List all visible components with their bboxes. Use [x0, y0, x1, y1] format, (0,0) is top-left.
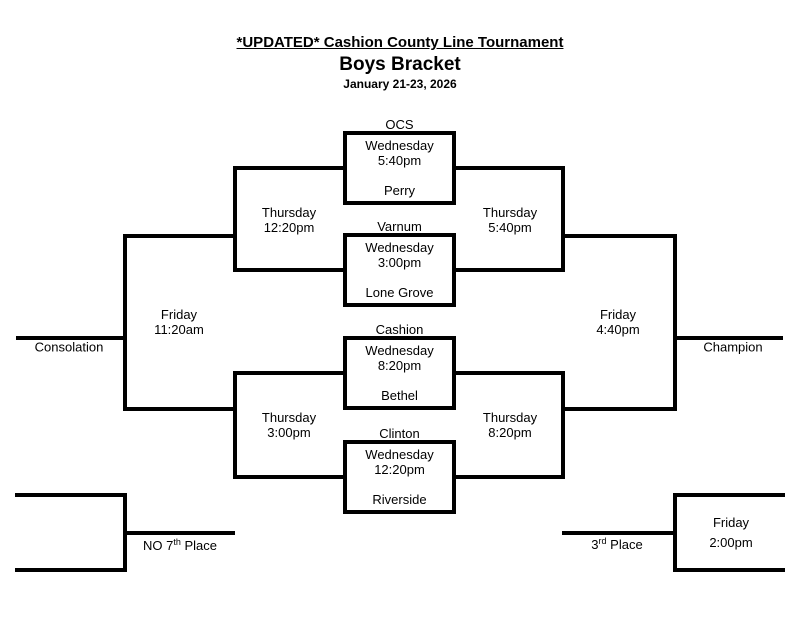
third-place-prefix: 3 — [591, 537, 599, 553]
third-place-sup: rd — [598, 535, 607, 546]
bracket-line-champion-out — [673, 336, 783, 340]
game3-team-bottom: Bethel — [381, 388, 418, 403]
round-label-consolation-semi-bottom: Thursday 3:00pm — [262, 410, 316, 440]
round-day: Friday — [160, 307, 198, 322]
bracket-line-consolation-semi-top-vertical — [233, 166, 237, 272]
game1-team-bottom: Perry — [383, 183, 416, 198]
bracket-line-no7-top — [15, 493, 127, 497]
game-box-3: Cashion Wednesday 8:20pm Bethel — [343, 322, 456, 410]
bracket-line-winners-semi-bottom-out — [561, 407, 677, 411]
bracket-line-third-place-bottom — [673, 568, 785, 572]
bracket-line-consolation-out — [16, 336, 127, 340]
game3-time: 8:20pm — [377, 358, 422, 373]
bracket-line-no7-out — [123, 531, 235, 535]
champion-label: Champion — [703, 339, 763, 355]
game4-time: 12:20pm — [374, 462, 425, 477]
round-label-consolation-semi-top: Thursday 12:20pm — [262, 205, 316, 235]
bracket-line-consolation-semi-bottom-vertical — [233, 371, 237, 479]
bracket-line-game2-left — [233, 268, 345, 272]
game3-day: Wednesday — [365, 343, 434, 358]
round-label-championship-final: Friday 4:40pm — [596, 307, 639, 337]
bracket-line-consolation-semi-bottom-out — [123, 407, 237, 411]
bracket-line-third-place-vertical — [673, 493, 677, 572]
no-seventh-prefix: NO 7 — [143, 538, 174, 554]
game1-team-top: OCS — [385, 117, 414, 132]
round-label-winners-semi-bottom: Thursday 8:20pm — [483, 410, 537, 440]
round-day: Thursday — [261, 410, 317, 425]
bracket-line-game4-right — [454, 475, 565, 479]
consolation-label: Consolation — [34, 339, 104, 355]
round-day: Friday — [599, 307, 637, 322]
third-place-label: 3rd Place — [591, 536, 642, 552]
third-place-suffix: Place — [606, 537, 643, 553]
bracket-line-game4-left — [233, 475, 345, 479]
round-label-consolation-final: Friday 11:20am — [154, 307, 204, 337]
bracket-line-winners-semi-top-vertical — [561, 166, 565, 272]
round-time: 3:00pm — [267, 425, 311, 440]
game1-day: Wednesday — [365, 138, 434, 153]
bracket-line-championship-final-vertical — [673, 234, 677, 411]
round-time: 2:00pm — [709, 535, 753, 550]
round-day: Friday — [712, 515, 750, 530]
no-seventh-place-label: NO 7th Place — [143, 537, 217, 553]
page-title: *UPDATED* Cashion County Line Tournament — [236, 34, 564, 51]
game2-team-bottom: Lone Grove — [365, 285, 434, 300]
round-time: 11:20am — [154, 322, 204, 337]
game4-team-bottom: Riverside — [372, 492, 427, 507]
bracket-header: *UPDATED* Cashion County Line Tournament… — [0, 34, 800, 91]
game2-team-top: Varnum — [377, 219, 422, 234]
bracket-line-winners-semi-top-out — [561, 234, 677, 238]
game2-time: 3:00pm — [377, 255, 422, 270]
bracket-line-consolation-semi-top-out — [123, 234, 237, 238]
round-time: 4:40pm — [596, 322, 640, 337]
bracket-line-game1-right — [454, 166, 565, 170]
round-day: Thursday — [482, 410, 538, 425]
round-day: Thursday — [482, 205, 538, 220]
bracket-line-game3-left — [233, 371, 345, 375]
bracket-subtitle: Boys Bracket — [339, 54, 461, 75]
bracket-dates: January 21-23, 2026 — [343, 77, 457, 91]
game-box-2: Varnum Wednesday 3:00pm Lone Grove — [343, 219, 456, 307]
bracket-line-third-place-top — [673, 493, 785, 497]
bracket-line-no7-bottom — [15, 568, 127, 572]
bracket-line-consolation-final-vertical — [123, 234, 127, 411]
bracket-line-game2-right — [454, 268, 565, 272]
round-day: Thursday — [261, 205, 317, 220]
game4-team-top: Clinton — [379, 426, 420, 441]
round-label-third-place-game: Friday 2:00pm — [709, 513, 752, 553]
no-seventh-suffix: Place — [180, 538, 217, 554]
bracket-line-game1-left — [233, 166, 345, 170]
game2-day: Wednesday — [365, 240, 434, 255]
bracket-line-game3-right — [454, 371, 565, 375]
game1-time: 5:40pm — [377, 153, 422, 168]
round-time: 12:20pm — [263, 220, 315, 235]
bracket-line-winners-semi-bottom-vertical — [561, 371, 565, 479]
game3-team-top: Cashion — [375, 322, 424, 337]
game4-day: Wednesday — [365, 447, 434, 462]
round-time: 8:20pm — [488, 425, 532, 440]
round-label-winners-semi-top: Thursday 5:40pm — [483, 205, 537, 235]
no-seventh-sup: th — [173, 536, 181, 547]
game-box-4: Clinton Wednesday 12:20pm Riverside — [343, 426, 456, 514]
bracket-line-third-place-feed — [562, 531, 677, 535]
round-time: 5:40pm — [488, 220, 532, 235]
game-box-1: OCS Wednesday 5:40pm Perry — [343, 117, 456, 205]
